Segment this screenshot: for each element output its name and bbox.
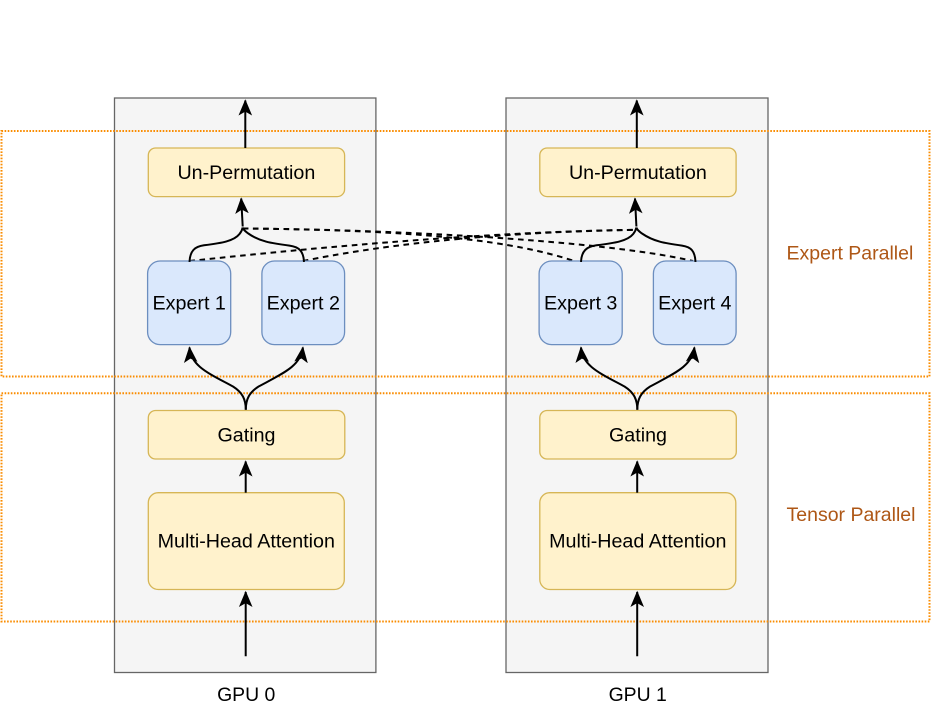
svg-text:Un-Permutation: Un-Permutation <box>177 162 315 184</box>
svg-text:Expert 3: Expert 3 <box>544 293 617 315</box>
svg-text:Un-Permutation: Un-Permutation <box>569 162 707 184</box>
svg-text:Expert 4: Expert 4 <box>658 293 731 315</box>
svg-text:Expert Parallel: Expert Parallel <box>787 243 914 265</box>
svg-text:Multi-Head Attention: Multi-Head Attention <box>158 531 335 553</box>
svg-text:Expert 1: Expert 1 <box>153 293 226 315</box>
svg-text:Gating: Gating <box>609 425 667 447</box>
svg-text:Expert 2: Expert 2 <box>267 293 340 315</box>
svg-text:GPU 1: GPU 1 <box>609 684 667 706</box>
svg-text:Gating: Gating <box>217 425 275 447</box>
svg-text:GPU 0: GPU 0 <box>217 684 275 706</box>
svg-text:Multi-Head Attention: Multi-Head Attention <box>549 531 726 553</box>
svg-text:Tensor Parallel: Tensor Parallel <box>787 504 916 526</box>
